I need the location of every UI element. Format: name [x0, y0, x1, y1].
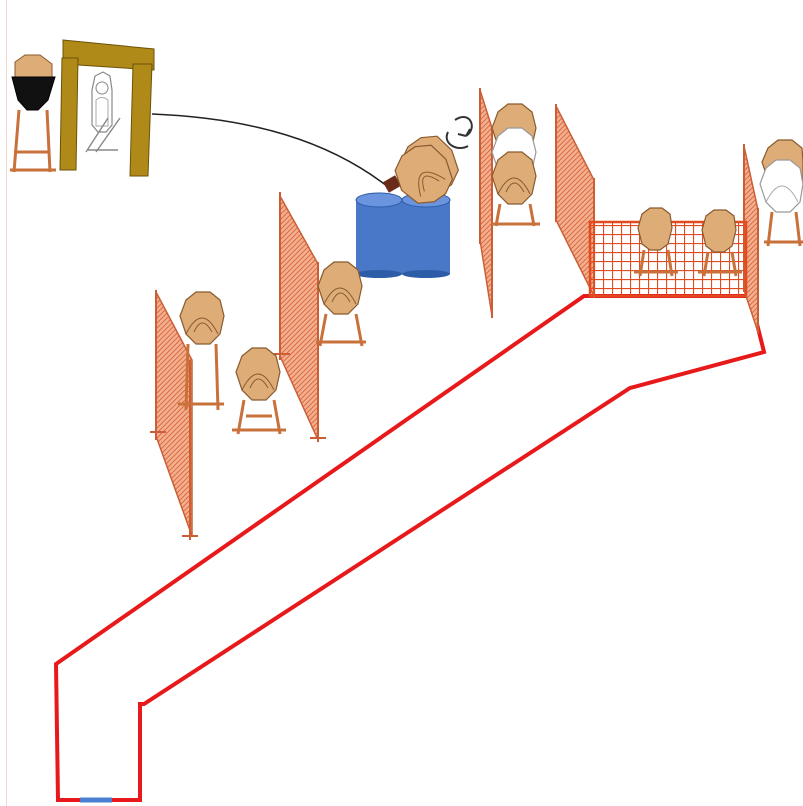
paper-target-6: [634, 207, 678, 277]
page-left-edge: [6, 0, 7, 806]
no-shoot-target-right: [759, 159, 803, 247]
mesh-wall-1: [150, 290, 198, 540]
mesh-wall-2: [274, 192, 326, 442]
door-frame: [59, 39, 155, 177]
mesh-wall-3: [479, 88, 493, 318]
mesh-wall-4: [555, 104, 595, 298]
paper-target-5: [491, 151, 540, 227]
no-shoot-target-door: [85, 71, 121, 153]
barrel-left: [355, 192, 403, 278]
activation-cable: [151, 113, 393, 191]
barrel-right: [401, 192, 451, 278]
paper-target-3: [316, 261, 366, 347]
paper-target-2: [232, 347, 286, 435]
swinger-target: [382, 116, 473, 204]
paper-target-1: [178, 291, 225, 411]
steel-popper-target: [10, 54, 56, 173]
paper-target-7: [698, 209, 742, 277]
